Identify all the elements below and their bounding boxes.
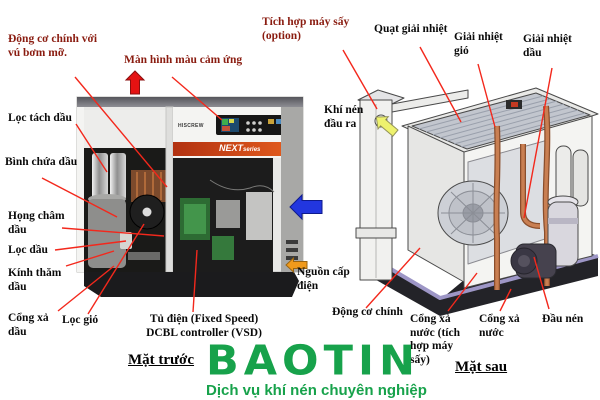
- label-electric-cabinet: Tủ điện (Fixed Speed) DCBL controller (V…: [146, 313, 262, 339]
- rear-machine-illustration: [355, 87, 599, 316]
- red-up-arrow-icon: [124, 70, 146, 95]
- label-oil-filler: Họng châm dầu: [8, 210, 65, 236]
- label-water-drain-dryer: Cổng xả nước (tích hợp máy sấy): [410, 313, 460, 366]
- label-air-outlet: Khí nén đầu ra: [324, 104, 364, 130]
- label-oil-sight-glass: Kính thăm dầu: [8, 267, 62, 293]
- rear-view-caption: Mặt sau: [455, 359, 508, 375]
- next-series-badge: NEXTseries: [219, 143, 261, 154]
- label-main-motor-grease: Động cơ chính với vú bơm mỡ.: [8, 33, 98, 59]
- blue-left-arrow-icon: [289, 193, 323, 221]
- label-oil-filter: Lọc dầu: [8, 244, 48, 256]
- label-main-motor: Động cơ chính: [332, 306, 403, 318]
- front-view-caption: Mặt trước: [128, 352, 195, 368]
- label-cooling-fan: Quạt giải nhiệt: [374, 23, 448, 35]
- label-air-filter: Lọc gió: [62, 314, 99, 326]
- logo-text: BAOTIN: [206, 337, 420, 385]
- next-series-badge-sub: series: [243, 147, 261, 153]
- hiscrew-brand-logo: HISCREW: [178, 123, 204, 129]
- label-touch-screen: Màn hình màu cảm ứng: [124, 54, 243, 66]
- logo-tagline: Dịch vụ khí nén chuyên nghiệp: [206, 381, 427, 399]
- label-power-supply: Nguồn cấp điện: [297, 266, 350, 292]
- label-water-drain: Cổng xả nước: [479, 313, 520, 339]
- label-compression-head: Đầu nén: [542, 313, 584, 325]
- leader-lines: [41, 46, 553, 315]
- next-series-badge-main: NEXT: [219, 143, 244, 153]
- orange-left-arrow-icon: [285, 256, 308, 274]
- yellow-outlet-arrow-icon: [375, 116, 399, 137]
- label-oil-drain: Cổng xả dầu: [8, 312, 49, 338]
- label-oil-cooler: Giải nhiệt dầu: [523, 33, 572, 59]
- label-oil-tank: Bình chứa dầu: [5, 156, 78, 168]
- baotin-logo: BAOTIN Dịch vụ khí nén chuyên nghiệp: [206, 337, 427, 399]
- label-oil-separator: Lọc tách dầu: [8, 112, 72, 124]
- label-air-cooler: Giải nhiệt gió: [454, 31, 503, 57]
- label-dryer-option: Tích hợp máy sấy (option): [262, 16, 350, 42]
